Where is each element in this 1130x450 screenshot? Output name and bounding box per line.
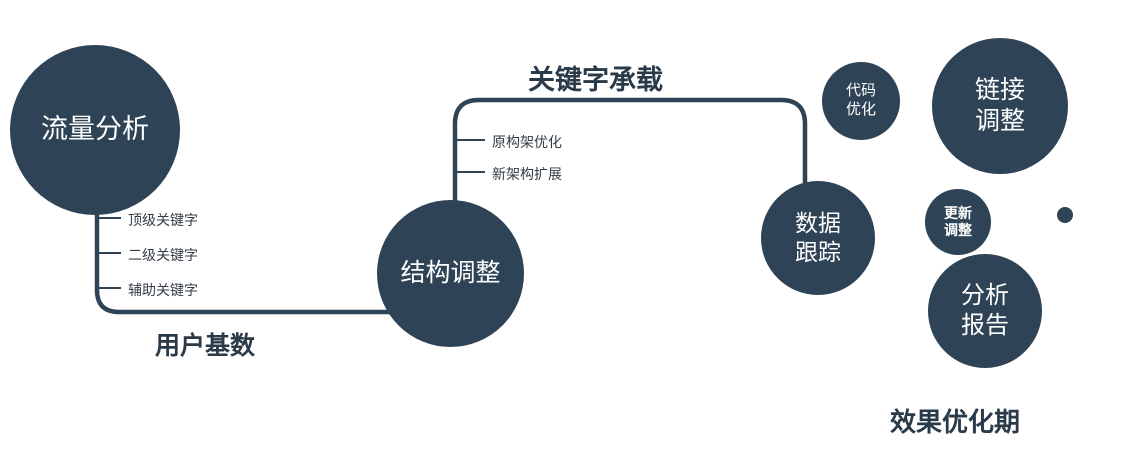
node-label-line: 数据 <box>795 210 841 237</box>
node-label-line: 代码 <box>845 82 876 100</box>
edge-label-keyword-carrying: 关键字承载 <box>528 65 663 95</box>
node-data-tracking: 数据 跟踪 <box>761 181 875 295</box>
node-analysis-report: 分析 报告 <box>928 254 1042 368</box>
branch-label-new-arch: 新架构扩展 <box>492 166 562 182</box>
node-label-line: 跟踪 <box>795 239 841 265</box>
branch-label-original-arch: 原构架优化 <box>492 134 562 150</box>
node-label-line: 链接 <box>974 75 1025 104</box>
node-label: 流量分析 <box>41 114 149 145</box>
node-label-line: 调整 <box>944 222 972 238</box>
node-label-line: 分析 <box>961 282 1009 309</box>
node-label-line: 更新 <box>944 204 972 221</box>
node-update-adjustment: 更新 调整 <box>925 189 991 255</box>
branch-label-aux-keywords: 辅助关键字 <box>128 282 198 298</box>
node-traffic-analysis: 流量分析 <box>10 45 180 215</box>
connector-structure-to-tracking <box>452 97 808 248</box>
node-code-optimization: 代码 优化 <box>822 62 900 140</box>
node-label: 结构调整 <box>400 258 501 287</box>
connector-traffic-to-structure <box>94 147 433 315</box>
node-label-line: 报告 <box>961 312 1009 339</box>
branch-label-top-keywords: 顶级关键字 <box>128 212 198 228</box>
edge-label-user-base: 用户基数 <box>155 332 256 360</box>
caption-effect-optimization: 效果优化期 <box>890 407 1021 437</box>
node-structure-adjust: 结构调整 <box>377 200 524 347</box>
branch-label-second-keywords: 二级关键字 <box>128 247 198 263</box>
node-link-adjustment: 链接 调整 <box>932 38 1068 174</box>
bullet-dot <box>1057 207 1073 223</box>
node-label-line: 优化 <box>845 101 876 118</box>
node-label-line: 调整 <box>974 107 1025 135</box>
